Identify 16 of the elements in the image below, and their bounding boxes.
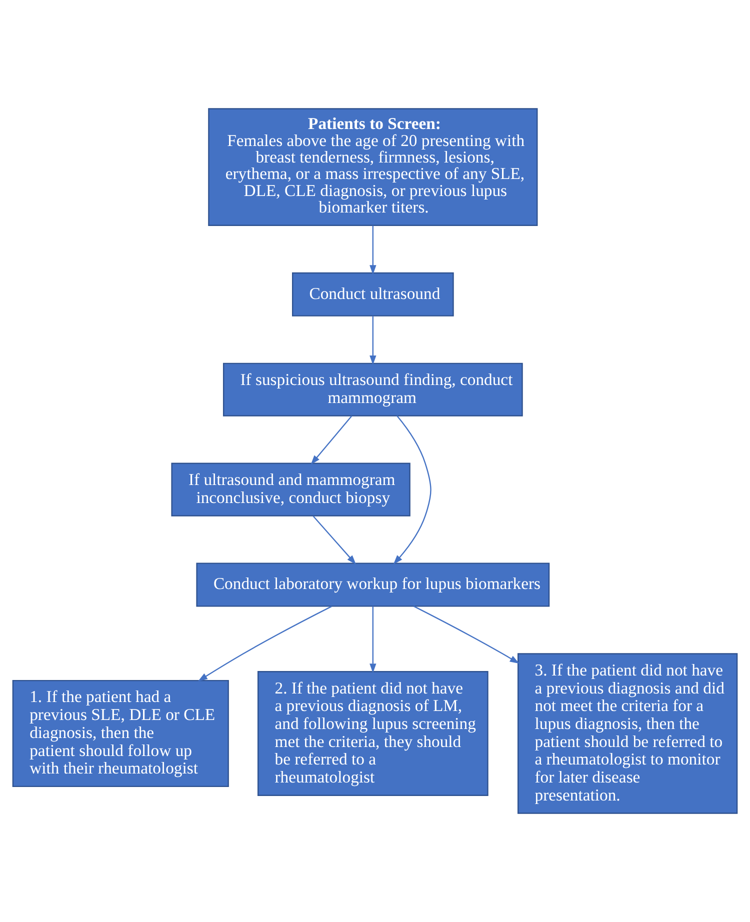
arrow xyxy=(198,606,332,682)
node-box: Conduct ultrasound xyxy=(292,272,454,316)
node-box: 2. If the patient did not have a previous diagnosis of LM, and following lupus screening met the criteria, they should be referred to a rheumatologist xyxy=(257,671,488,796)
arrow xyxy=(310,416,352,465)
arrow xyxy=(370,606,376,674)
arrow xyxy=(393,415,432,565)
arrow xyxy=(312,516,356,565)
node-box: 1. If the patient had a previous SLE, DLE or CLE diagnosis, then the patient should follow up with their rheumatologist xyxy=(12,680,229,788)
node-box: If suspicious ultrasound finding, conduct mammogram xyxy=(222,362,523,416)
arrow xyxy=(370,226,376,275)
arrow xyxy=(413,606,520,664)
node-box: Patients to Screen: Females above the age of 20 presenting with breast tenderness, firmness, lesions, erythema, or a mass irrespective of any SLE, DLE, CLE diagnosis, or previous lupus biomarker titers. xyxy=(208,108,538,226)
node-box: 3. If the patient did not have a previous diagnosis and did not meet the criteria for a lupus diagnosis, then the patient should be referred to a rheumatologist to monitor for later disease presentation. xyxy=(518,653,738,814)
node-box: Conduct laboratory workup for lupus biomarkers xyxy=(196,562,550,607)
arrow xyxy=(370,316,376,366)
node-box: If ultrasound and mammogram inconclusive, conduct biopsy xyxy=(171,462,410,516)
